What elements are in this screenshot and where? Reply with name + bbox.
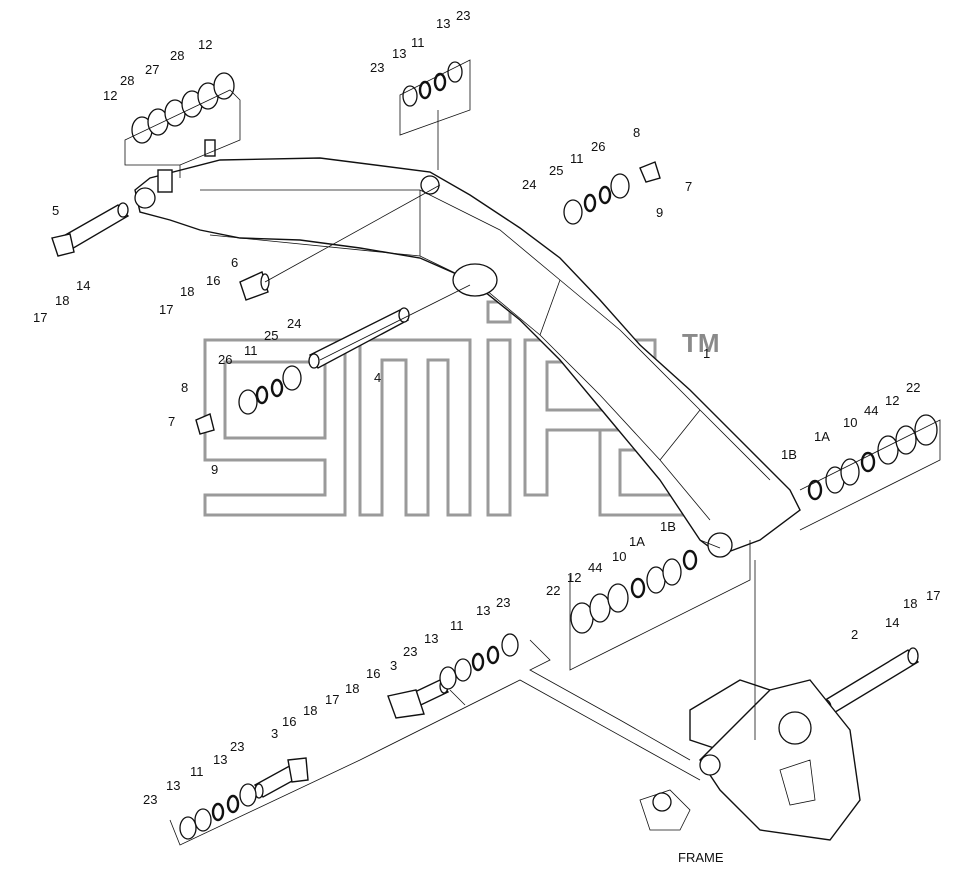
callout-8: 8 <box>181 380 188 395</box>
seal-stack-left <box>195 365 302 435</box>
callout-23: 23 <box>230 739 244 754</box>
callout-13: 13 <box>166 778 180 793</box>
callout-1B: 1B <box>781 447 797 462</box>
leader-lines <box>124 59 941 846</box>
pin-6 <box>239 271 270 301</box>
callout-18: 18 <box>180 284 194 299</box>
pin-3-lower <box>253 757 309 799</box>
pin-3-upper <box>387 678 450 719</box>
callout-16: 16 <box>366 666 380 681</box>
callout-26: 26 <box>218 352 232 367</box>
callout-6: 6 <box>231 255 238 270</box>
callout-2: 2 <box>851 627 858 642</box>
callout-18: 18 <box>903 596 917 611</box>
seal-stack-lower-left <box>179 783 257 840</box>
seal-stack-right <box>563 161 661 225</box>
callout-12: 12 <box>885 393 899 408</box>
callout-22: 22 <box>906 380 920 395</box>
callout-17: 17 <box>325 692 339 707</box>
callout-24: 24 <box>287 316 301 331</box>
callout-1: 1 <box>703 346 710 361</box>
callout-10: 10 <box>843 415 857 430</box>
callout-18: 18 <box>345 681 359 696</box>
callout-11: 11 <box>190 764 204 779</box>
callout-24: 24 <box>522 177 536 192</box>
callout-5: 5 <box>52 203 59 218</box>
pin-5 <box>51 202 130 257</box>
callout-12: 12 <box>567 570 581 585</box>
callout-28: 28 <box>120 73 134 88</box>
callout-14: 14 <box>885 615 899 630</box>
arm-cylinder-bracket <box>420 175 440 195</box>
seal-stack-lower-right <box>439 633 519 690</box>
callout-11: 11 <box>244 343 258 358</box>
callout-3: 3 <box>390 658 397 673</box>
callout-23: 23 <box>403 644 417 659</box>
seal-stack-top <box>402 61 463 107</box>
callout-13: 13 <box>436 16 450 31</box>
callout-18: 18 <box>303 703 317 718</box>
callout-1A: 1A <box>814 429 830 444</box>
callout-9: 9 <box>211 462 218 477</box>
callout-44: 44 <box>864 403 878 418</box>
callout-25: 25 <box>549 163 563 178</box>
callout-18: 18 <box>55 293 69 308</box>
callout-13: 13 <box>213 752 227 767</box>
watermark-tm: TM <box>682 328 720 358</box>
callout-23: 23 <box>456 8 470 23</box>
callout-11: 11 <box>450 618 464 633</box>
shim-stack-top-left <box>131 72 235 144</box>
boom-lug <box>157 169 173 193</box>
callout-3: 3 <box>271 726 278 741</box>
callout-7: 7 <box>168 414 175 429</box>
callout-1B: 1B <box>660 519 676 534</box>
bushing-stack-right <box>807 414 938 501</box>
boom-cylinder-boss <box>452 263 498 297</box>
callout-23: 23 <box>143 792 157 807</box>
callout-13: 13 <box>392 46 406 61</box>
callout-9: 9 <box>656 205 663 220</box>
callout-8: 8 <box>633 125 640 140</box>
callout-26: 26 <box>591 139 605 154</box>
callout-11: 11 <box>570 151 584 166</box>
callout-22: 22 <box>546 583 560 598</box>
callout-17: 17 <box>33 310 47 325</box>
callout-1A: 1A <box>629 534 645 549</box>
callout-labels: 12 28 27 28 12 23 13 11 13 23 8 26 11 25… <box>33 8 940 807</box>
boom-lug <box>204 139 216 157</box>
callout-13: 13 <box>424 631 438 646</box>
callout-10: 10 <box>612 549 626 564</box>
callout-11: 11 <box>411 35 425 50</box>
frame-label: FRAME <box>678 850 724 865</box>
callout-14: 14 <box>76 278 90 293</box>
pin-2 <box>820 647 920 717</box>
callout-17: 17 <box>159 302 173 317</box>
callout-16: 16 <box>206 273 220 288</box>
callout-25: 25 <box>264 328 278 343</box>
callout-23: 23 <box>370 60 384 75</box>
boom-tip-bore <box>707 532 733 558</box>
pin-4 <box>308 307 410 369</box>
bushing-stack-left <box>570 549 698 634</box>
callout-44: 44 <box>588 560 602 575</box>
callout-13: 13 <box>476 603 490 618</box>
callout-12: 12 <box>103 88 117 103</box>
callout-12: 12 <box>198 37 212 52</box>
callout-27: 27 <box>145 62 159 77</box>
callout-4: 4 <box>374 370 381 385</box>
callout-16: 16 <box>282 714 296 729</box>
callout-17: 17 <box>926 588 940 603</box>
callout-28: 28 <box>170 48 184 63</box>
boom-foot-bore <box>134 187 156 209</box>
callout-7: 7 <box>685 179 692 194</box>
callout-23: 23 <box>496 595 510 610</box>
frame <box>639 679 861 841</box>
